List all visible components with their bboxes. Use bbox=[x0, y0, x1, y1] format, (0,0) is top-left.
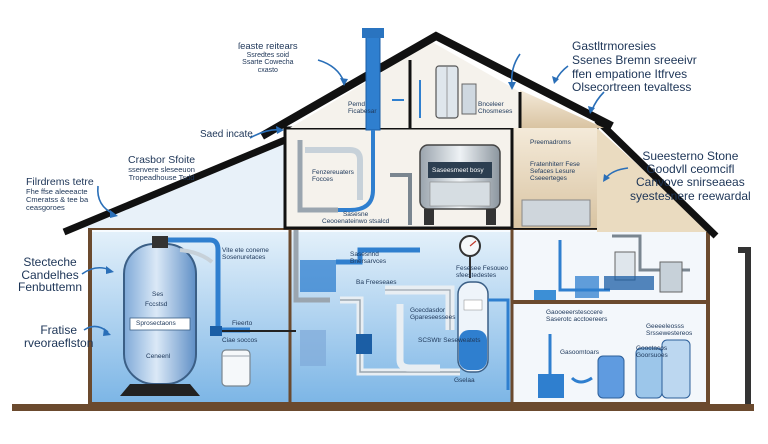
label-water-heater: Saseesmeet bosy bbox=[432, 167, 484, 174]
label-tank-brand: Ses bbox=[152, 291, 164, 298]
storage-tank-1 bbox=[597, 355, 625, 399]
roof bbox=[260, 31, 614, 140]
label-left-basement: Vite ete coneme Sosenuretaces bbox=[222, 247, 269, 261]
callout-top-right: Gastltrmoresies Ssenes Bremn sreeeivr ff… bbox=[572, 39, 697, 95]
label-ba-bottom: SCSWtr Seseweatets bbox=[418, 337, 481, 344]
arrow-top-left bbox=[317, 59, 345, 83]
label-ba-water: Gselaa bbox=[454, 377, 475, 384]
arrow-top-right-2 bbox=[555, 65, 569, 81]
callout-top-left: ſeaste reitears Ssredtes soid Ssarte Cow… bbox=[238, 41, 298, 74]
label-laundry: Fratenhiterr Fese Sefaces Lesure Cseeert… bbox=[530, 161, 580, 182]
label-right-mid: Gaooeeerstesccere Saserotc acctoereers bbox=[546, 309, 608, 323]
callout-saed-incate: Saed incate bbox=[200, 129, 253, 140]
label-tank-bottom: Ceneenl bbox=[146, 353, 171, 360]
label-bottom-mid: Sasesne Ceooenateinwo stsalcd bbox=[322, 211, 390, 225]
label-ba-right: Fesesee Fesoueo sfeestedestes bbox=[456, 265, 509, 279]
storage-tank-3 bbox=[661, 339, 691, 399]
label-right-tanks-2: Gooctacos Goorsuoes bbox=[636, 345, 668, 359]
label-ba-stnd: Sasesnnd Bnersarvces bbox=[350, 251, 387, 265]
label-laundry-top: Preemadroms bbox=[530, 139, 571, 146]
label-attic-left: Pemd Ficabesar bbox=[348, 101, 377, 115]
label-ba-main: Ba Freeseaes bbox=[356, 279, 397, 286]
callout-stecteche: Stecteche Candelhes Fenbuttemn bbox=[18, 255, 83, 295]
label-right-tanks: Geeeeleosss Srssewestereos bbox=[646, 323, 693, 337]
label-pipe: Fieerto bbox=[232, 320, 253, 327]
callout-fratise: Fratise rveoraeflston bbox=[24, 323, 94, 350]
label-attic-right: Bnceleer Chosmeses bbox=[478, 101, 513, 115]
label-bucket: Ciae soccos bbox=[222, 337, 258, 344]
ground-line bbox=[12, 404, 754, 411]
callout-crasbor-sfoite: Crasbor Sfoite ssenvere sleseeuon Tropea… bbox=[128, 154, 196, 182]
sump-bucket bbox=[538, 374, 564, 398]
pressure-tank bbox=[123, 243, 197, 385]
label-right-low: Gasoomtoars bbox=[560, 349, 600, 356]
label-mid-left: Fenzereuaters Focces bbox=[312, 169, 354, 183]
label-tank-sub: Fccstsd bbox=[145, 301, 168, 308]
bucket bbox=[221, 349, 251, 387]
label-tank-plate: Sprosectaons bbox=[136, 320, 176, 327]
label-ba-ops: Gcecdasdor Gpareseessees bbox=[410, 307, 456, 321]
callout-right: Sueesterno Stone Goodvll ceomcifl Canvov… bbox=[630, 149, 751, 203]
callout-filrdrems: Filrdrems tetre Fhe ffse aleeeacte Cmera… bbox=[26, 176, 94, 212]
